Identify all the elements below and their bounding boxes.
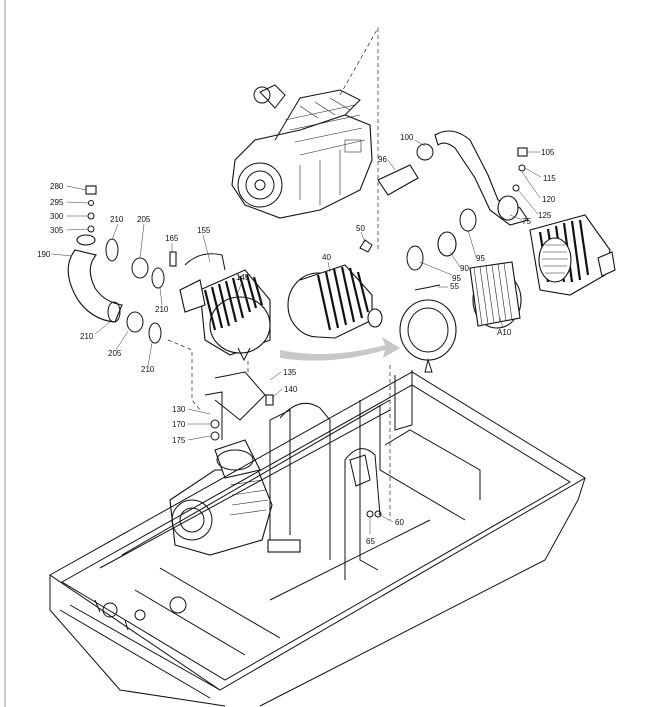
callout-label: 100 [400, 133, 414, 142]
callout-label: 65 [366, 537, 375, 546]
callout-label: 40 [322, 253, 331, 262]
air-cleaner-145 [179, 253, 271, 362]
callout-label: 95 [476, 254, 485, 263]
callout-label: 155 [197, 226, 211, 235]
callout-label: 90 [460, 264, 469, 273]
intake-hose-assembly [67, 185, 177, 344]
callout-label: 210 [155, 305, 169, 314]
callout-label: 210 [80, 332, 94, 341]
assembly-arrow [280, 337, 400, 361]
callout-label: 210 [141, 365, 155, 374]
callout-label: 120 [542, 195, 556, 204]
callout-label: 205 [137, 215, 151, 224]
callout-label: 305 [50, 226, 64, 235]
chassis-frame [49, 370, 586, 707]
callout-label: 115 [543, 174, 556, 183]
callout-label: 295 [50, 198, 64, 207]
callout-label: 140 [284, 385, 298, 394]
callout-label: 280 [50, 182, 64, 191]
callout-labels: 280 295 300 305 190 210 205 165 155 145 … [37, 133, 556, 546]
callout-label: 300 [50, 212, 64, 221]
callout-label: 210 [110, 215, 124, 224]
intake-pipe [377, 130, 529, 226]
air-cleaner-right [399, 208, 616, 373]
callout-label: 75 [522, 217, 531, 226]
callout-label: 125 [538, 211, 552, 220]
callout-label: 145 [236, 273, 250, 282]
leader-lines [51, 139, 542, 534]
engine-assembly [231, 26, 379, 250]
callout-label: 175 [172, 436, 186, 445]
callout-label: 165 [165, 234, 179, 243]
callout-label: 190 [37, 250, 51, 259]
callout-label: A10 [497, 328, 512, 337]
callout-label: 130 [172, 405, 186, 414]
callout-label: 105 [541, 148, 555, 157]
callout-label: 50 [356, 224, 365, 233]
callout-label: 135 [283, 368, 297, 377]
air-cleaner-40 [287, 239, 383, 339]
callout-label: 205 [108, 349, 122, 358]
callout-label: 96 [378, 155, 387, 164]
callout-label: 55 [450, 282, 459, 291]
callout-label: 95 [452, 274, 461, 283]
callout-label: 60 [395, 518, 404, 527]
callout-label: 170 [172, 420, 186, 429]
